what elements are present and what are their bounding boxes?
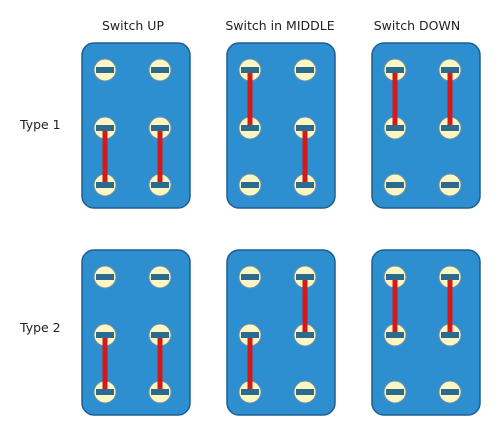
terminal-slot bbox=[96, 182, 114, 188]
terminal-slot bbox=[96, 274, 114, 280]
switch-panel bbox=[371, 42, 481, 209]
terminal-slot bbox=[151, 182, 169, 188]
terminal-slot bbox=[296, 67, 314, 73]
terminal-slot bbox=[241, 274, 259, 280]
terminal-slot bbox=[441, 182, 459, 188]
row-label-type-1: Type 1 bbox=[20, 117, 61, 132]
terminal-slot bbox=[441, 332, 459, 338]
terminal-slot bbox=[241, 182, 259, 188]
column-label-switch-middle: Switch in MIDDLE bbox=[225, 18, 335, 33]
terminal-slot bbox=[241, 67, 259, 73]
terminal-slot bbox=[386, 125, 404, 131]
terminal-slot bbox=[386, 182, 404, 188]
terminal-slot bbox=[151, 389, 169, 395]
terminal-slot bbox=[96, 67, 114, 73]
terminal-slot bbox=[151, 125, 169, 131]
terminal-slot bbox=[441, 125, 459, 131]
column-label-switch-down: Switch DOWN bbox=[373, 18, 461, 33]
terminal-slot bbox=[241, 389, 259, 395]
terminal-slot bbox=[151, 332, 169, 338]
terminal-slot bbox=[296, 332, 314, 338]
terminal-slot bbox=[96, 332, 114, 338]
switch-panel bbox=[81, 249, 191, 416]
switch-panel bbox=[226, 249, 336, 416]
terminal-slot bbox=[386, 332, 404, 338]
terminal-slot bbox=[296, 182, 314, 188]
terminal-slot bbox=[151, 274, 169, 280]
switch-panel bbox=[226, 42, 336, 209]
row-label-type-2: Type 2 bbox=[20, 320, 61, 335]
terminal-slot bbox=[241, 332, 259, 338]
column-label-switch-up: Switch UP bbox=[102, 18, 164, 33]
terminal-slot bbox=[386, 67, 404, 73]
terminal-slot bbox=[96, 125, 114, 131]
terminal-slot bbox=[296, 125, 314, 131]
terminal-slot bbox=[96, 389, 114, 395]
terminal-slot bbox=[386, 274, 404, 280]
terminal-slot bbox=[296, 274, 314, 280]
terminal-slot bbox=[441, 274, 459, 280]
terminal-slot bbox=[241, 125, 259, 131]
terminal-slot bbox=[441, 389, 459, 395]
switch-panel bbox=[81, 42, 191, 209]
terminal-slot bbox=[441, 67, 459, 73]
terminal-slot bbox=[151, 67, 169, 73]
terminal-slot bbox=[386, 389, 404, 395]
switch-panel bbox=[371, 249, 481, 416]
terminal-slot bbox=[296, 389, 314, 395]
